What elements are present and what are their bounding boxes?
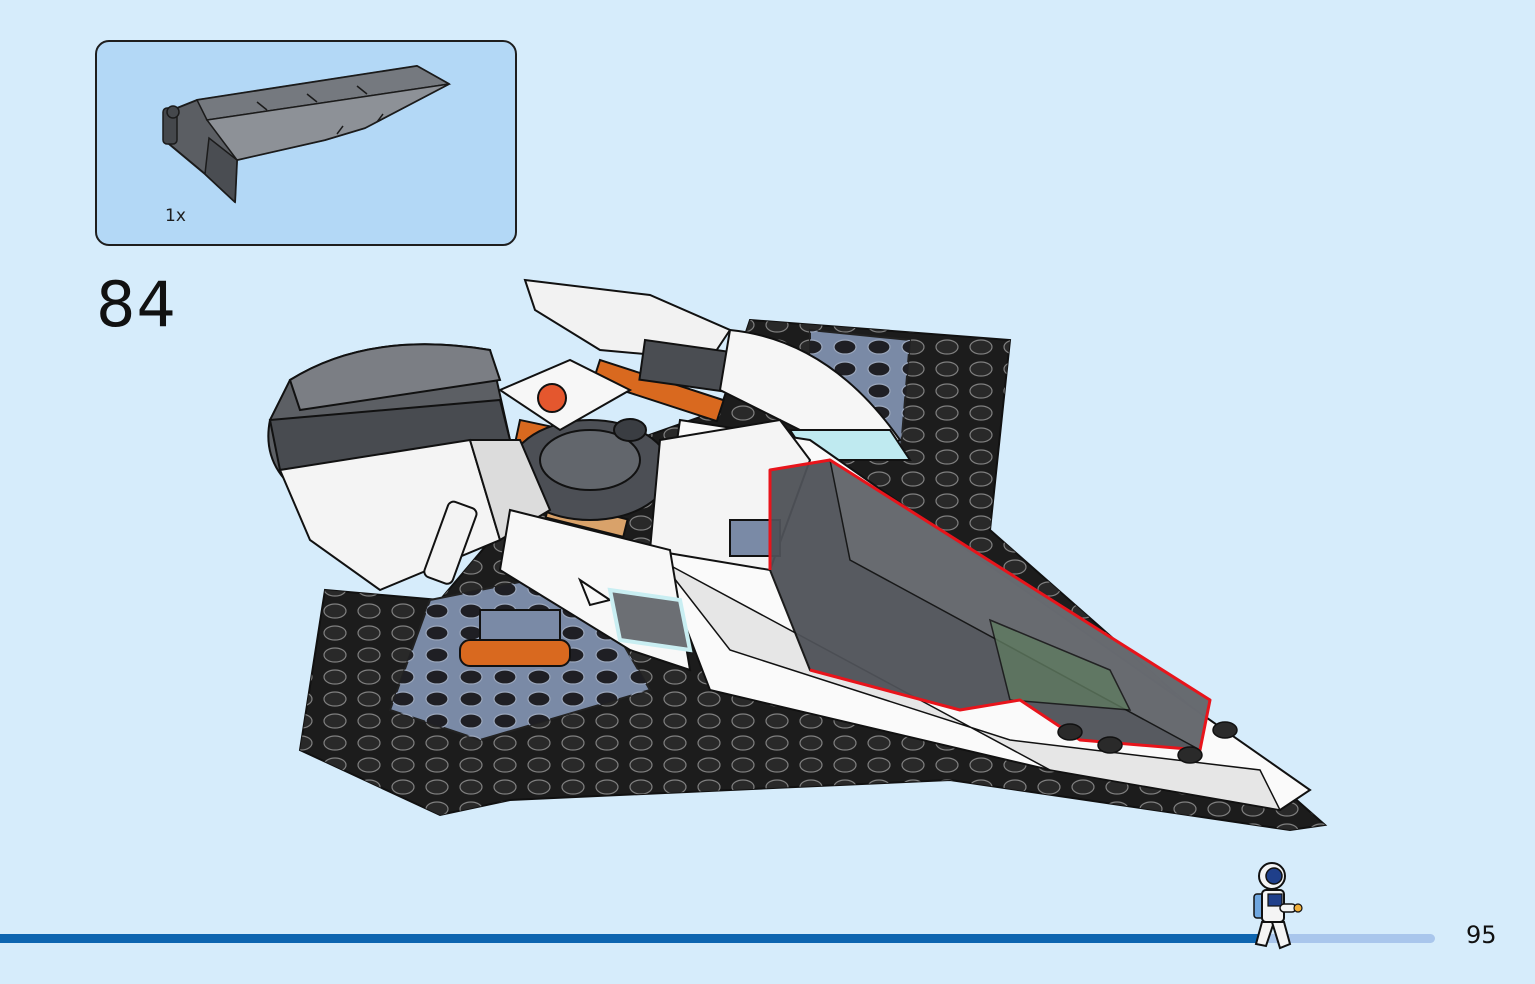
parts-callout: 1x — [95, 40, 517, 246]
progress-fill — [0, 934, 1263, 943]
progress-bar — [0, 934, 1435, 943]
step-number: 84 — [96, 268, 177, 341]
wing-plate-part-icon — [162, 65, 452, 204]
astronaut-icon — [1253, 862, 1303, 950]
page-number: 95 — [1466, 921, 1497, 949]
part-quantity: 1x — [165, 206, 186, 226]
spaceship-model-icon — [267, 278, 1328, 832]
